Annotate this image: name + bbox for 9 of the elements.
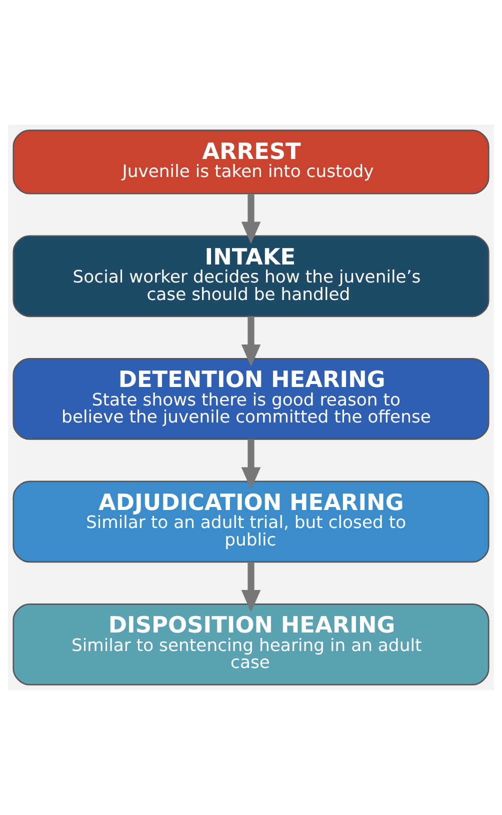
arrow [241,194,261,244]
arrow [241,316,261,367]
node-box: INTAKE Social worker decides how the juvenile’s case should be handled [12,235,490,318]
arrow [241,562,261,612]
node-box: DISPOSITION HEARING Similar to sentencing hearing in an adult case [12,604,490,686]
arrow [241,439,261,490]
node-box: DETENTION HEARING State shows there is good reason to believe the juvenile committed the offense [12,358,490,440]
node-box: ARREST Juvenile is taken into custody [12,130,490,194]
node-box: ADJUDICATION HEARING Similar to an adult trial, but closed to public [12,480,490,563]
